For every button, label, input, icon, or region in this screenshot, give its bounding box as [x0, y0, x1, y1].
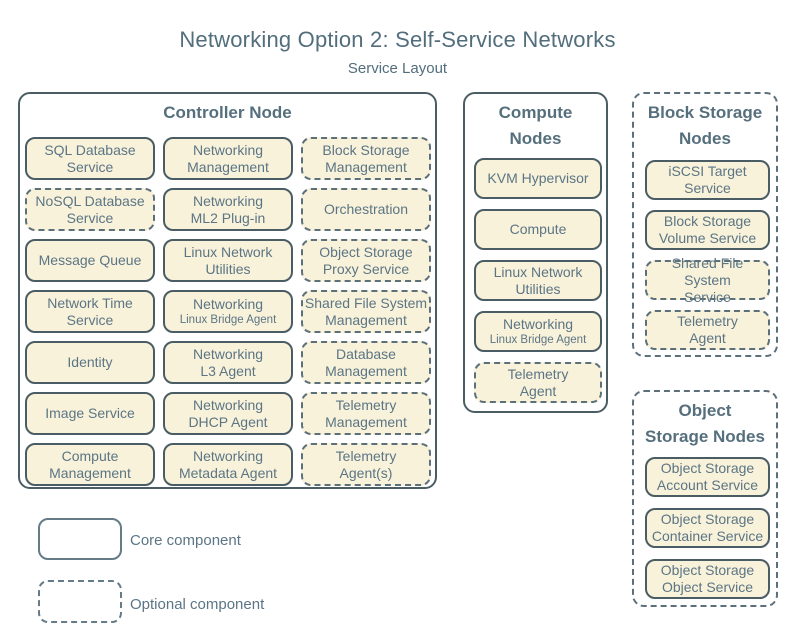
object-service-account: Object Storage Account Service: [645, 457, 770, 497]
controller-service-sql-database: SQL Database Service: [25, 137, 155, 180]
controller-services-grid: SQL Database Service Networking Manageme…: [25, 137, 431, 486]
controller-service-nosql-database: NoSQL Database Service: [25, 188, 155, 231]
compute-nodes-title: Compute Nodes: [498, 103, 573, 148]
controller-service-shared-file-system-management: Shared File System Management: [301, 290, 431, 333]
controller-service-networking-ml2-plugin: Networking ML2 Plug-in: [163, 188, 293, 231]
diagram-subtitle: Service Layout: [347, 60, 448, 77]
block-service-volume-service: Block Storage Volume Service: [645, 210, 770, 250]
legend-optional-swatch: [38, 580, 122, 623]
block-storage-services-list: iSCSI Target Service Block Storage Volum…: [645, 160, 770, 350]
compute-service-compute: Compute: [474, 209, 602, 250]
controller-service-orchestration: Orchestration: [301, 188, 431, 231]
compute-nodes-panel: Compute Nodes KVM Hypervisor Compute Lin…: [463, 92, 608, 413]
controller-service-image-service: Image Service: [25, 392, 155, 435]
controller-service-compute-management: Compute Management: [25, 443, 155, 486]
controller-service-networking-dhcp-agent: Networking DHCP Agent: [163, 392, 293, 435]
controller-service-object-storage-proxy: Object Storage Proxy Service: [301, 239, 431, 282]
controller-service-linux-network-utilities: Linux Network Utilities: [163, 239, 293, 282]
legend-core-label: Core component: [130, 532, 241, 549]
legend-core-swatch: [38, 518, 122, 560]
controller-service-message-queue: Message Queue: [25, 239, 155, 282]
diagram-title: Networking Option 2: Self-Service Networ…: [179, 27, 616, 52]
object-storage-nodes-title: Object Storage Nodes: [645, 401, 765, 446]
object-service-object: Object Storage Object Service: [645, 559, 770, 599]
controller-service-telemetry-agents: Telemetry Agent(s): [301, 443, 431, 486]
object-storage-nodes-panel: Object Storage Nodes Object Storage Acco…: [632, 390, 778, 607]
block-storage-nodes-panel: Block Storage Nodes iSCSI Target Service…: [632, 92, 778, 357]
compute-service-telemetry-agent: Telemetry Agent: [474, 362, 602, 403]
compute-services-list: KVM Hypervisor Compute Linux Network Uti…: [474, 158, 602, 403]
controller-service-block-storage-management: Block Storage Management: [301, 137, 431, 180]
controller-service-identity: Identity: [25, 341, 155, 384]
controller-service-network-time: Network Time Service: [25, 290, 155, 333]
controller-service-networking-management: Networking Management: [163, 137, 293, 180]
block-service-shared-file-system: Shared File System Service: [645, 255, 770, 305]
controller-node-panel: Controller Node SQL Database Service Net…: [18, 92, 437, 489]
controller-node-title: Controller Node: [163, 103, 292, 122]
object-service-container: Object Storage Container Service: [645, 508, 770, 548]
object-storage-services-list: Object Storage Account Service Object St…: [645, 457, 770, 599]
compute-service-linux-network-utilities: Linux Network Utilities: [474, 260, 602, 301]
compute-service-kvm-hypervisor: KVM Hypervisor: [474, 158, 602, 199]
legend-optional-label: Optional component: [130, 596, 265, 613]
controller-service-telemetry-management: Telemetry Management: [301, 392, 431, 435]
controller-service-database-management: Database Management: [301, 341, 431, 384]
block-service-iscsi-target: iSCSI Target Service: [645, 160, 770, 200]
controller-service-networking-l3-agent: Networking L3 Agent: [163, 341, 293, 384]
block-service-telemetry-agent: Telemetry Agent: [645, 310, 770, 350]
block-storage-nodes-title: Block Storage Nodes: [647, 103, 763, 148]
controller-service-networking-metadata-agent: Networking Metadata Agent: [163, 443, 293, 486]
